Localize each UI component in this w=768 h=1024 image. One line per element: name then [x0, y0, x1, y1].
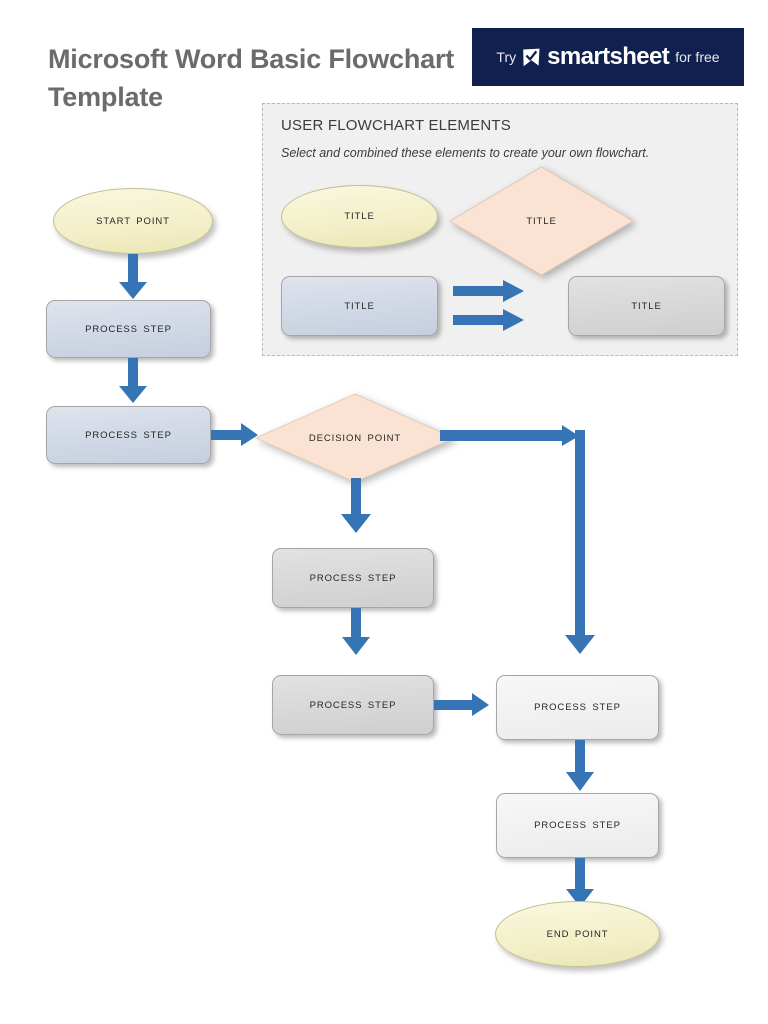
legend-rect-gray-shape[interactable]: TITLE	[568, 276, 725, 336]
legend-title: USER FLOWCHART ELEMENTS	[281, 117, 511, 134]
end-point-label: END POINT	[546, 928, 609, 940]
legend-diamond-shape[interactable]: TITLE	[449, 166, 634, 276]
legend-subtitle: Select and combined these elements to cr…	[281, 146, 650, 160]
legend-arrow-bottom-icon	[453, 309, 525, 331]
connector-p4-to-p5-icon	[434, 693, 490, 717]
process-step-6-label: PROCESS STEP	[534, 820, 621, 831]
connector-start-to-p1-icon	[118, 254, 148, 300]
process-step-3-label: PROCESS STEP	[309, 572, 397, 584]
flow-node-process-step-1[interactable]: PROCESS STEP	[46, 300, 211, 358]
flow-node-process-step-4[interactable]: PROCESS STEP	[272, 675, 434, 735]
flow-node-process-step-2[interactable]: PROCESS STEP	[46, 406, 211, 464]
flow-node-start-point[interactable]: START POINT	[53, 188, 213, 254]
legend-panel: USER FLOWCHART ELEMENTS Select and combi…	[262, 103, 738, 356]
flow-node-end-point[interactable]: END POINT	[495, 901, 660, 967]
connector-p5-to-p6-icon	[565, 740, 595, 792]
flow-node-process-step-6[interactable]: PROCESS STEP	[496, 793, 659, 858]
connector-p3-to-p4-icon	[341, 608, 371, 656]
process-step-4-label: PROCESS STEP	[309, 699, 397, 711]
flow-node-process-step-3[interactable]: PROCESS STEP	[272, 548, 434, 608]
connector-p6-to-end-icon	[565, 858, 595, 908]
promo-free-label: for free	[675, 49, 720, 65]
connector-decision-right-icon	[440, 425, 580, 447]
connector-decision-down-icon	[340, 478, 372, 534]
legend-ellipse-shape[interactable]: TITLE	[281, 185, 438, 248]
legend-rect-gray-label: TITLE	[631, 300, 662, 312]
legend-ellipse-label: TITLE	[344, 211, 375, 222]
connector-p2-to-decision-icon	[211, 423, 259, 447]
legend-rect-blue-shape[interactable]: TITLE	[281, 276, 438, 336]
process-step-5-label: PROCESS STEP	[534, 702, 621, 713]
connector-long-vertical-icon	[564, 430, 596, 655]
smartsheet-promo-banner[interactable]: Try smartsheet for free	[472, 28, 744, 86]
promo-brand-label: smartsheet	[547, 43, 670, 70]
legend-arrow-top-icon	[453, 280, 525, 302]
promo-try-label: Try	[496, 49, 517, 65]
flow-node-decision-point[interactable]: DECISION POINT	[255, 393, 455, 483]
legend-rect-blue-label: TITLE	[344, 300, 375, 312]
connector-p1-to-p2-icon	[118, 358, 148, 404]
page-title: Microsoft Word Basic Flowchart Template	[48, 44, 455, 113]
smartsheet-checkbox-logo-icon	[522, 48, 541, 67]
start-point-label: START POINT	[96, 215, 170, 227]
process-step-1-label: PROCESS STEP	[85, 323, 172, 335]
process-step-2-label: PROCESS STEP	[85, 429, 172, 441]
flow-node-process-step-5[interactable]: PROCESS STEP	[496, 675, 659, 740]
